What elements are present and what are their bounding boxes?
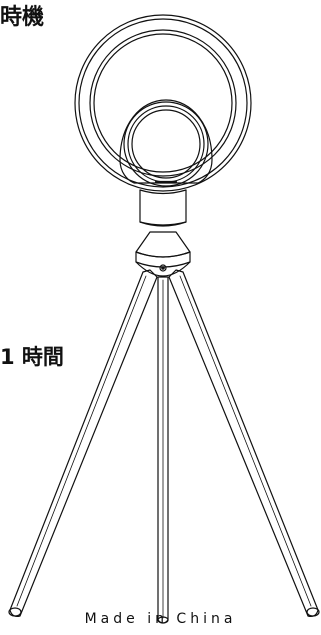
fan-hub-housing: [119, 99, 213, 184]
feature-label-top: 時機: [0, 5, 45, 30]
tripod-legs: [8, 269, 320, 624]
made-in-label: Made in China: [84, 611, 237, 627]
fan-hub-ring-inner: [127, 105, 205, 183]
fan-head: [74, 14, 252, 192]
tripod-leg-left: [9, 269, 158, 617]
fan-outer-ring: [74, 14, 252, 192]
tripod-leg-right: [168, 269, 319, 617]
fan-outer-ring-inner: [78, 18, 248, 188]
tripod-head-screw: [159, 264, 167, 272]
fan-inner-ring-inner: [93, 33, 233, 173]
feature-label-middle: 1 時間: [0, 345, 64, 369]
fan-inner-ring: [89, 29, 237, 177]
fan-hub-ring: [123, 101, 209, 187]
fan-hub-center: [131, 109, 201, 179]
fan-neck: [135, 189, 191, 277]
tilt-joint: [135, 231, 191, 258]
